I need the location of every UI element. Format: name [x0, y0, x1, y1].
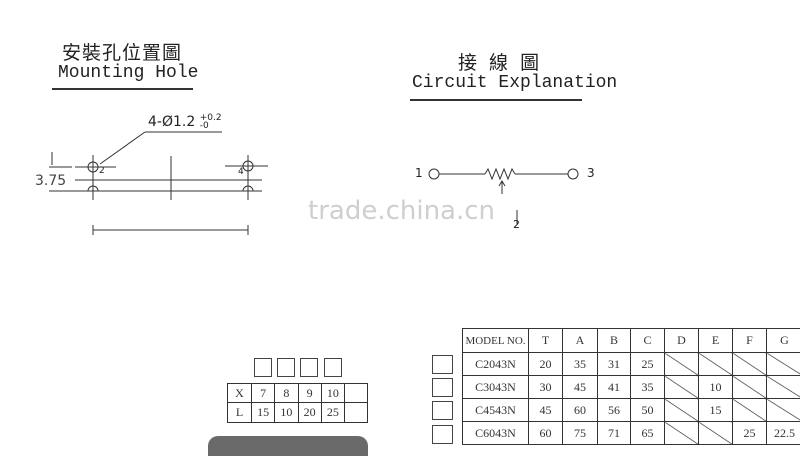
xl-cell: 15 — [252, 403, 275, 423]
checkbox-c6043n[interactable] — [432, 425, 453, 444]
xl-cell: 9 — [298, 384, 321, 403]
header-e: E — [699, 329, 733, 353]
table-cell: 25 — [733, 422, 767, 445]
table-cell: 15 — [699, 399, 733, 422]
checkbox-c2043n[interactable] — [432, 355, 453, 374]
table-cell: 35 — [563, 353, 598, 376]
circuit-title-cn: 接 線 圖 — [458, 48, 540, 75]
watermark: trade.china.cn — [308, 196, 495, 226]
table-cell — [733, 353, 767, 376]
hole-spec: 4-Ø1.2 +0.2 -0 — [148, 114, 222, 130]
header-g: G — [767, 329, 800, 353]
xl-cell — [345, 403, 368, 423]
checkbox-x1[interactable] — [254, 358, 272, 377]
table-cell: 20 — [529, 353, 563, 376]
dim-3-75: 3.75 — [35, 173, 66, 189]
pin-label-4: 4 — [238, 167, 244, 177]
pin-label-2: 2 — [99, 166, 105, 176]
xl-cell — [345, 384, 368, 403]
circuit-underline — [410, 99, 582, 101]
tol-minus: -0 — [200, 122, 222, 130]
checkbox-c3043n[interactable] — [432, 378, 453, 397]
header-f: F — [733, 329, 767, 353]
table-cell — [665, 376, 699, 399]
table-cell — [733, 399, 767, 422]
pin-3-terminal — [568, 169, 578, 179]
table-cell: 60 — [529, 422, 563, 445]
table-cell: 41 — [598, 376, 631, 399]
xl-row-x: X 7 8 9 10 — [228, 384, 368, 403]
table-cell: 10 — [699, 376, 733, 399]
table-cell — [767, 353, 800, 376]
table-cell — [767, 399, 800, 422]
xl-cell: 10 — [321, 384, 344, 403]
header-b: B — [598, 329, 631, 353]
checkbox-x4[interactable] — [324, 358, 342, 377]
table-cell: 30 — [529, 376, 563, 399]
table-cell — [733, 376, 767, 399]
checkbox-x3[interactable] — [300, 358, 318, 377]
xl-cell: 20 — [298, 403, 321, 423]
header-c: C — [631, 329, 665, 353]
circuit-title-en: Circuit Explanation — [412, 73, 617, 93]
table-cell: 50 — [631, 399, 665, 422]
table-cell: 56 — [598, 399, 631, 422]
header-a: A — [563, 329, 598, 353]
header-model-no: MODEL NO. — [463, 329, 529, 353]
xl-row-l: L 15 10 20 25 — [228, 403, 368, 423]
table-cell: 45 — [529, 399, 563, 422]
checkbox-c4543n[interactable] — [432, 401, 453, 420]
xl-label: X — [228, 384, 252, 403]
header-d: D — [665, 329, 699, 353]
xl-label: L — [228, 403, 252, 423]
table-cell — [665, 399, 699, 422]
table-cell — [665, 353, 699, 376]
model-no-cell: C2043N — [463, 353, 529, 376]
table-cell: 60 — [563, 399, 598, 422]
xl-cell: 7 — [252, 384, 275, 403]
table-cell: 75 — [563, 422, 598, 445]
model-no-cell: C4543N — [463, 399, 529, 422]
model-table-header: MODEL NO. T A B C D E F G — [463, 329, 800, 353]
pin-1-label: 1 — [415, 166, 423, 180]
header-t: T — [529, 329, 563, 353]
checkbox-x2[interactable] — [277, 358, 295, 377]
xl-cell: 25 — [321, 403, 344, 423]
pin-3-label: 3 — [587, 166, 595, 180]
xl-cell: 10 — [275, 403, 298, 423]
hole-spec-text: 4-Ø1.2 — [148, 114, 195, 130]
table-cell: 71 — [598, 422, 631, 445]
table-cell — [767, 376, 800, 399]
table-cell: 25 — [631, 353, 665, 376]
table-cell: 45 — [563, 376, 598, 399]
pin-1-terminal — [429, 169, 439, 179]
table-cell — [665, 422, 699, 445]
table-cell: 22.5 — [767, 422, 800, 445]
bottom-gray-bar — [208, 436, 368, 456]
pin-2-label: 2 — [513, 218, 520, 231]
table-cell — [699, 353, 733, 376]
xl-table: X 7 8 9 10 L 15 10 20 25 — [227, 383, 368, 423]
xl-cell: 8 — [275, 384, 298, 403]
table-cell: 31 — [598, 353, 631, 376]
table-cell — [699, 422, 733, 445]
model-no-cell: C3043N — [463, 376, 529, 399]
leader-line — [100, 132, 145, 164]
table-cell: 65 — [631, 422, 665, 445]
resistor-symbol — [485, 169, 515, 179]
table-cell: 35 — [631, 376, 665, 399]
model-no-cell: C6043N — [463, 422, 529, 445]
